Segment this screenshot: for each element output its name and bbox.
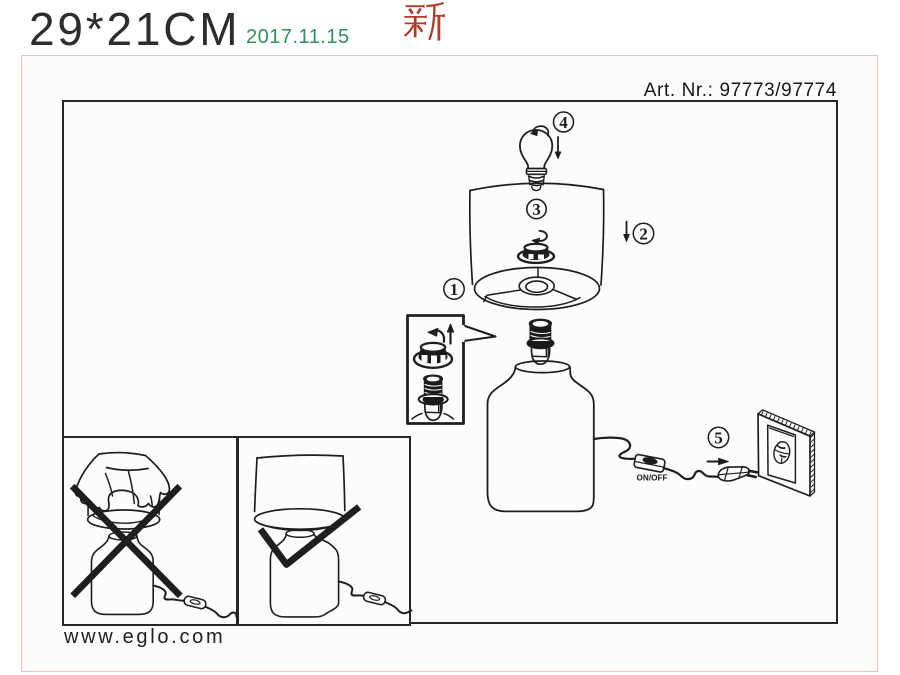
svg-text:3: 3: [532, 200, 541, 219]
svg-text:1: 1: [450, 280, 459, 299]
svg-text:ON/OFF: ON/OFF: [637, 474, 668, 483]
svg-text:2: 2: [639, 225, 648, 244]
svg-text:5: 5: [714, 429, 723, 448]
svg-text:4: 4: [559, 113, 568, 132]
